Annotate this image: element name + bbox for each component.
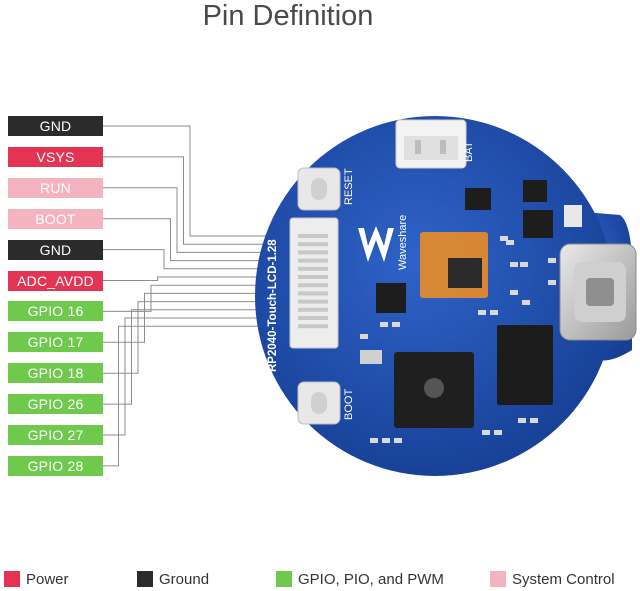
smd-part: [500, 236, 508, 241]
wire-line: [103, 325, 296, 467]
smd-part: [548, 280, 556, 285]
flash-chip: [497, 325, 553, 405]
board-model-label: RP2040-Touch-LCD-1.28: [267, 239, 279, 372]
legend-label: Ground: [159, 570, 210, 588]
legend-swatch: [4, 571, 20, 587]
header-pin: [298, 250, 328, 255]
smd-part: [530, 418, 538, 423]
smd-part: [522, 300, 530, 305]
pin-label-9: GPIO 26: [8, 394, 103, 415]
legend-item-power: Power: [4, 569, 69, 589]
chip: [376, 283, 406, 313]
reset-button-cap: [311, 178, 327, 200]
chip: [465, 188, 491, 210]
legend-item-ground: Ground: [137, 569, 209, 589]
boot-label: BOOT: [343, 389, 355, 420]
wire-line: [103, 309, 296, 405]
smd-components: [360, 236, 556, 443]
pin-label-2: RUN: [8, 177, 103, 198]
smd-part: [510, 290, 518, 295]
wire-line: [103, 187, 296, 253]
wire-line: [103, 249, 296, 270]
battery-pin: [415, 140, 421, 154]
wire-line: [103, 125, 296, 237]
pin-label-0: GND: [8, 116, 103, 136]
legend-item-system: System Control: [490, 569, 615, 589]
header-pin: [298, 299, 328, 304]
smd-part: [392, 322, 400, 327]
imu-chip: [448, 258, 482, 288]
wire-lines: [103, 125, 296, 467]
component: [360, 350, 382, 364]
wire-line: [103, 301, 296, 374]
brand-label: Waveshare: [397, 215, 409, 270]
header-pin: [298, 307, 328, 312]
smd-part: [518, 418, 526, 423]
smd-part: [370, 438, 378, 443]
smd-part: [380, 322, 388, 327]
header-pin: [298, 324, 328, 329]
legend-swatch: [276, 571, 292, 587]
header-pin: [298, 266, 328, 271]
smd-part: [494, 430, 502, 435]
boot-button-cap: [311, 392, 327, 414]
header-pin: [298, 283, 328, 288]
wire-line: [103, 156, 296, 245]
legend-label: Power: [26, 570, 69, 588]
pin-label-11: GPIO 28: [8, 455, 103, 476]
header-pin: [298, 291, 328, 296]
pin-label-6: GPIO 16: [8, 301, 103, 322]
waveshare-logo: [358, 226, 394, 262]
header-pin: [298, 316, 328, 320]
chip: [523, 210, 553, 238]
raspberry-pi-logo-icon: [424, 378, 444, 398]
smd-part: [382, 438, 390, 443]
pin-label-8: GPIO 18: [8, 363, 103, 384]
smd-part: [478, 310, 486, 315]
pcb-board: BAT RESET BOOT RP2040-Touch-LCD-1.28 Wav…: [255, 116, 637, 476]
smd-part: [490, 310, 498, 315]
legend-label: System Control: [512, 570, 615, 588]
page-title: Pin Definition: [202, 0, 374, 32]
chip: [523, 180, 547, 202]
wire-line: [103, 284, 296, 312]
smd-part: [360, 334, 368, 339]
wire-line: [103, 276, 296, 281]
pin-label-3: BOOT: [8, 208, 103, 229]
pin-label-4: GND: [8, 239, 103, 260]
component: [564, 205, 582, 227]
legend-item-gpio: GPIO, PIO, and PWM: [276, 569, 444, 589]
legend-swatch: [490, 571, 506, 587]
battery-connector-socket: [404, 136, 458, 160]
header-pin: [298, 234, 328, 238]
pin-label-10: GPIO 27: [8, 425, 103, 445]
smd-part: [482, 430, 490, 435]
wire-line: [103, 317, 296, 436]
smd-part: [506, 240, 514, 245]
pin-label-5: ADC_AVDD: [8, 270, 103, 291]
battery-pin: [440, 140, 446, 154]
pin-label-7: GPIO 17: [8, 332, 103, 353]
legend-swatch: [137, 571, 153, 587]
usb-c-tongue: [586, 278, 614, 306]
smd-part: [510, 262, 518, 267]
smd-part: [520, 262, 528, 267]
header-pin: [298, 275, 328, 279]
wire-line: [103, 218, 296, 262]
header-pin: [298, 258, 328, 263]
smd-part: [394, 438, 402, 443]
header-pin: [298, 242, 328, 247]
header-pins: [298, 234, 328, 329]
reset-label: RESET: [343, 168, 355, 205]
legend-label: GPIO, PIO, and PWM: [298, 570, 444, 588]
smd-part: [548, 258, 556, 263]
bat-label: BAT: [463, 141, 475, 162]
pin-label-1: VSYS: [8, 146, 103, 167]
